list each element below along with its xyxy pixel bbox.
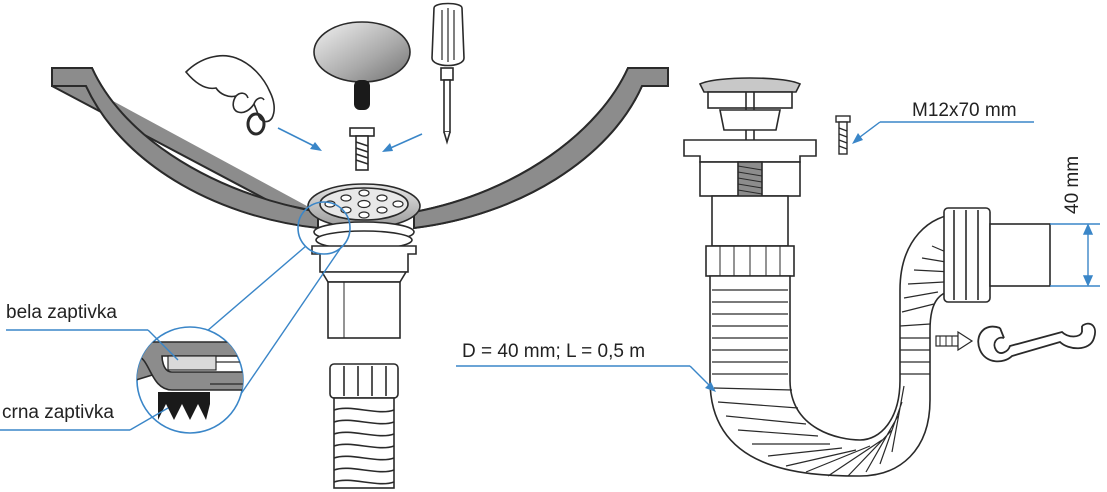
white-gasket-label: bela zaptivka xyxy=(6,302,117,323)
clip-icon xyxy=(977,322,1096,363)
drain-strainer xyxy=(307,183,421,229)
black-gasket xyxy=(158,392,210,420)
hose-dimension-leader xyxy=(456,365,716,392)
arrow-icon xyxy=(935,330,974,352)
screw-icon xyxy=(349,127,375,171)
white-gasket xyxy=(167,355,217,371)
drain-body xyxy=(311,221,417,339)
hand-with-ring-icon xyxy=(184,54,275,136)
arrow-icon xyxy=(277,127,423,152)
side-screw-icon xyxy=(835,115,851,155)
screwdriver-icon xyxy=(431,2,465,145)
gasket-detail-callout xyxy=(0,201,351,434)
outlet-dimension xyxy=(1050,223,1100,287)
screw-size-label: M12x70 mm xyxy=(912,100,1017,121)
stopper-plug-icon xyxy=(313,21,411,110)
black-gasket-label: crna zaptivka xyxy=(2,402,114,423)
trap-top-assembly xyxy=(683,77,817,277)
hose-dimension-label: D = 40 mm; L = 0,5 m xyxy=(462,341,646,362)
outlet-sleeve xyxy=(943,207,1051,303)
screw-leader xyxy=(852,121,1034,144)
sink-basin xyxy=(51,67,669,230)
outlet-diameter-label: 40 mm xyxy=(1062,155,1083,214)
threaded-tube xyxy=(329,363,399,489)
